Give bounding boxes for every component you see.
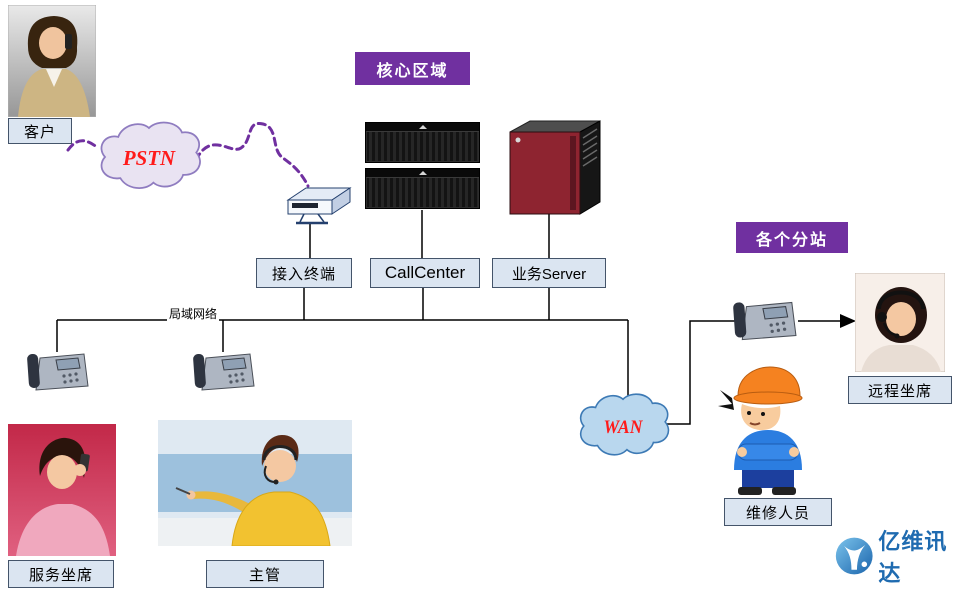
pstn-cloud: PSTN xyxy=(94,118,204,196)
arrowhead-to-remote-agent xyxy=(840,314,856,328)
service-agent-label: 服务坐席 xyxy=(8,560,114,588)
supervisor-label: 主管 xyxy=(206,560,324,588)
access-terminal-device xyxy=(280,182,355,227)
lan-label-text: 局域网络 xyxy=(169,307,218,321)
remote-agent-label-text: 远程坐席 xyxy=(867,382,932,400)
wan-cloud: WAN xyxy=(574,390,672,462)
callcenter-label-text: CallCenter xyxy=(384,263,466,282)
access-terminal-label: 接入终端 xyxy=(256,258,352,288)
maintenance-worker-icon xyxy=(718,366,803,495)
maintenance-illustration xyxy=(708,362,830,497)
lan-label: 局域网络 xyxy=(167,305,220,322)
wan-label: WAN xyxy=(604,417,644,437)
business-server-tower xyxy=(506,116,602,216)
remote-agent-label: 远程坐席 xyxy=(848,376,952,404)
brand-logo-icon xyxy=(835,537,873,575)
supervisor-label-text: 主管 xyxy=(248,566,281,584)
access-terminal-label-text: 接入终端 xyxy=(271,265,336,283)
customer-label-text: 客户 xyxy=(23,123,56,141)
ip-phone-icon xyxy=(27,353,89,391)
rack-server-unit-icon xyxy=(365,122,480,163)
ip-phone-icon xyxy=(193,353,255,391)
ip-phone-service xyxy=(26,348,90,394)
core-area-banner-text: 核心区域 xyxy=(376,62,449,80)
server-tower-icon xyxy=(509,120,601,215)
substations-banner: 各个分站 xyxy=(736,222,848,253)
service-agent-person-icon xyxy=(8,424,116,556)
callcenter-rack xyxy=(365,122,480,214)
core-area-banner: 核心区域 xyxy=(355,52,470,85)
remote-agent-photo xyxy=(854,272,946,373)
supervisor-photo xyxy=(158,420,352,547)
customer-label: 客户 xyxy=(8,118,72,144)
pstn-cloud-icon: PSTN xyxy=(100,121,201,189)
customer-person-icon xyxy=(7,4,97,118)
rack-server-unit-icon xyxy=(365,168,480,209)
wan-cloud-icon: WAN xyxy=(579,393,670,456)
remote-agent-person-icon xyxy=(854,272,946,373)
ip-phone-remote xyxy=(732,296,798,344)
brand-logo-text: 亿维讯达 xyxy=(878,529,948,586)
business-server-label-text: 业务Server xyxy=(511,265,587,283)
pstn-label: PSTN xyxy=(122,146,176,170)
service-agent-photo xyxy=(8,424,116,556)
supervisor-person-icon xyxy=(158,420,352,547)
dashed-link-pstn-terminal xyxy=(194,122,310,188)
maintenance-label: 维修人员 xyxy=(724,498,832,526)
substations-banner-text: 各个分站 xyxy=(755,231,828,249)
maintenance-label-text: 维修人员 xyxy=(745,504,810,522)
business-server-label: 业务Server xyxy=(492,258,606,288)
access-terminal-device-icon xyxy=(286,187,352,225)
ip-phone-icon xyxy=(733,301,797,341)
brand-logo: 亿维讯达 xyxy=(834,524,967,588)
callcenter-label: CallCenter xyxy=(370,258,480,288)
customer-photo xyxy=(7,4,97,118)
ip-phone-supervisor xyxy=(192,348,256,394)
service-agent-label-text: 服务坐席 xyxy=(28,566,93,584)
